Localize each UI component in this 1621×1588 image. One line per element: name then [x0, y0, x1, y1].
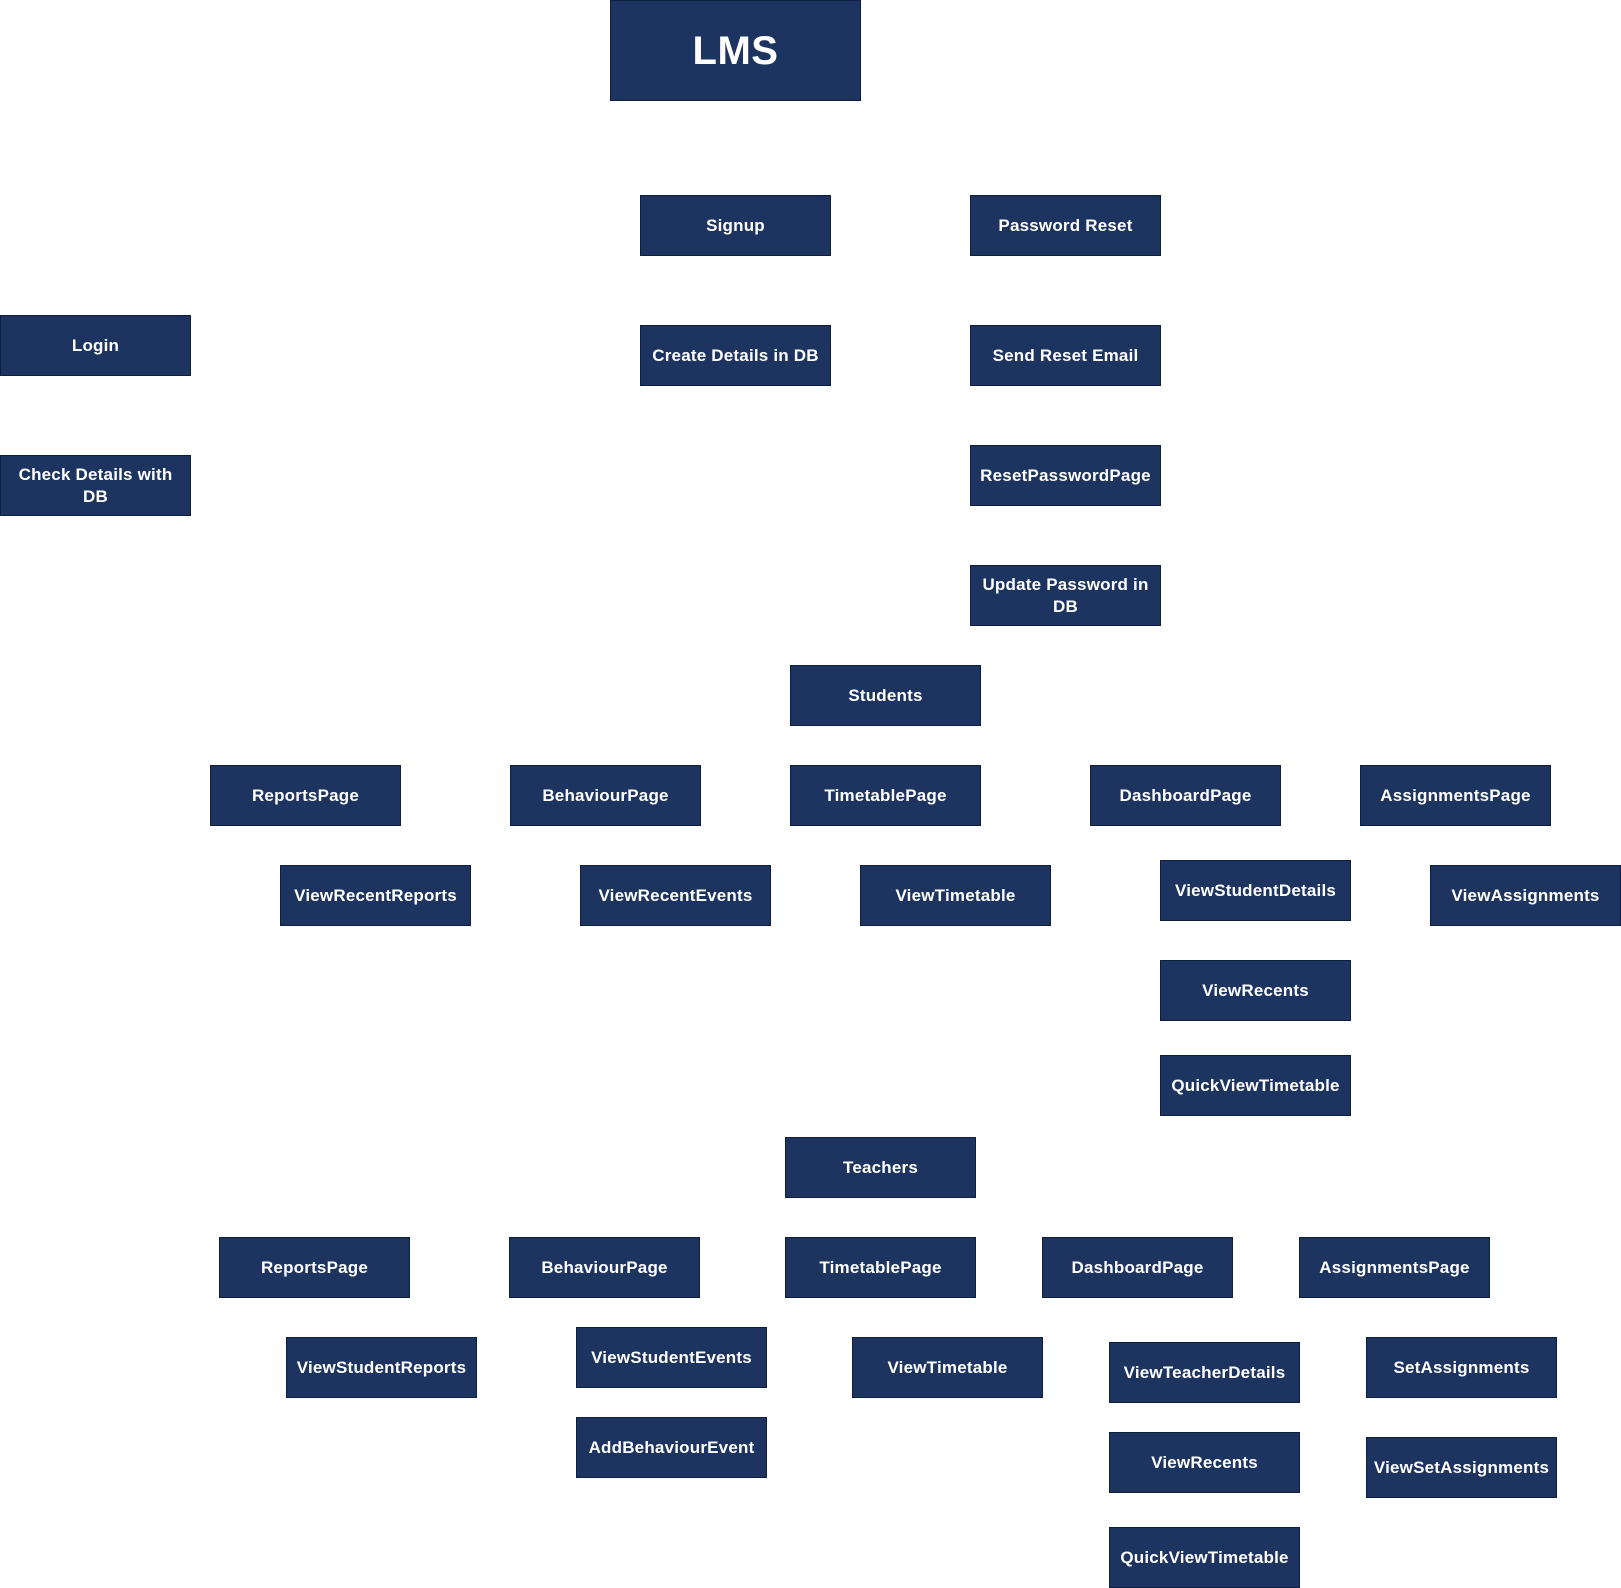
students-view-assignments-node[interactable]: ViewAssignments: [1430, 865, 1621, 926]
teachers-view-student-events-node[interactable]: ViewStudentEvents: [576, 1327, 767, 1388]
update-password-in-db-node[interactable]: Update Password in DB: [970, 565, 1161, 626]
students-view-recents-node[interactable]: ViewRecents: [1160, 960, 1351, 1021]
teachers-behaviour-page-node[interactable]: BehaviourPage: [509, 1237, 700, 1298]
teachers-quick-view-timetable-node[interactable]: QuickViewTimetable: [1109, 1527, 1300, 1588]
check-details-with-db-node[interactable]: Check Details with DB: [0, 455, 191, 516]
teachers-view-teacher-details-node[interactable]: ViewTeacherDetails: [1109, 1342, 1300, 1403]
teachers-set-assignments-node[interactable]: SetAssignments: [1366, 1337, 1557, 1398]
login-node[interactable]: Login: [0, 315, 191, 376]
create-details-in-db-node[interactable]: Create Details in DB: [640, 325, 831, 386]
students-view-timetable-node[interactable]: ViewTimetable: [860, 865, 1051, 926]
students-timetable-page-node[interactable]: TimetablePage: [790, 765, 981, 826]
reset-password-page-node[interactable]: ResetPasswordPage: [970, 445, 1161, 506]
students-node[interactable]: Students: [790, 665, 981, 726]
students-assignments-page-node[interactable]: AssignmentsPage: [1360, 765, 1551, 826]
students-quick-view-timetable-node[interactable]: QuickViewTimetable: [1160, 1055, 1351, 1116]
password-reset-node[interactable]: Password Reset: [970, 195, 1161, 256]
students-reports-page-node[interactable]: ReportsPage: [210, 765, 401, 826]
teachers-node[interactable]: Teachers: [785, 1137, 976, 1198]
signup-node[interactable]: Signup: [640, 195, 831, 256]
students-view-recent-reports-node[interactable]: ViewRecentReports: [280, 865, 471, 926]
teachers-timetable-page-node[interactable]: TimetablePage: [785, 1237, 976, 1298]
lms-root-node[interactable]: LMS: [610, 0, 861, 101]
send-reset-email-node[interactable]: Send Reset Email: [970, 325, 1161, 386]
teachers-reports-page-node[interactable]: ReportsPage: [219, 1237, 410, 1298]
students-view-student-details-node[interactable]: ViewStudentDetails: [1160, 860, 1351, 921]
students-view-recent-events-node[interactable]: ViewRecentEvents: [580, 865, 771, 926]
teachers-view-student-reports-node[interactable]: ViewStudentReports: [286, 1337, 477, 1398]
students-behaviour-page-node[interactable]: BehaviourPage: [510, 765, 701, 826]
teachers-dashboard-page-node[interactable]: DashboardPage: [1042, 1237, 1233, 1298]
teachers-assignments-page-node[interactable]: AssignmentsPage: [1299, 1237, 1490, 1298]
teachers-view-recents-node[interactable]: ViewRecents: [1109, 1432, 1300, 1493]
teachers-view-set-assignments-node[interactable]: ViewSetAssignments: [1366, 1437, 1557, 1498]
teachers-add-behaviour-event-node[interactable]: AddBehaviourEvent: [576, 1417, 767, 1478]
teachers-view-timetable-node[interactable]: ViewTimetable: [852, 1337, 1043, 1398]
students-dashboard-page-node[interactable]: DashboardPage: [1090, 765, 1281, 826]
